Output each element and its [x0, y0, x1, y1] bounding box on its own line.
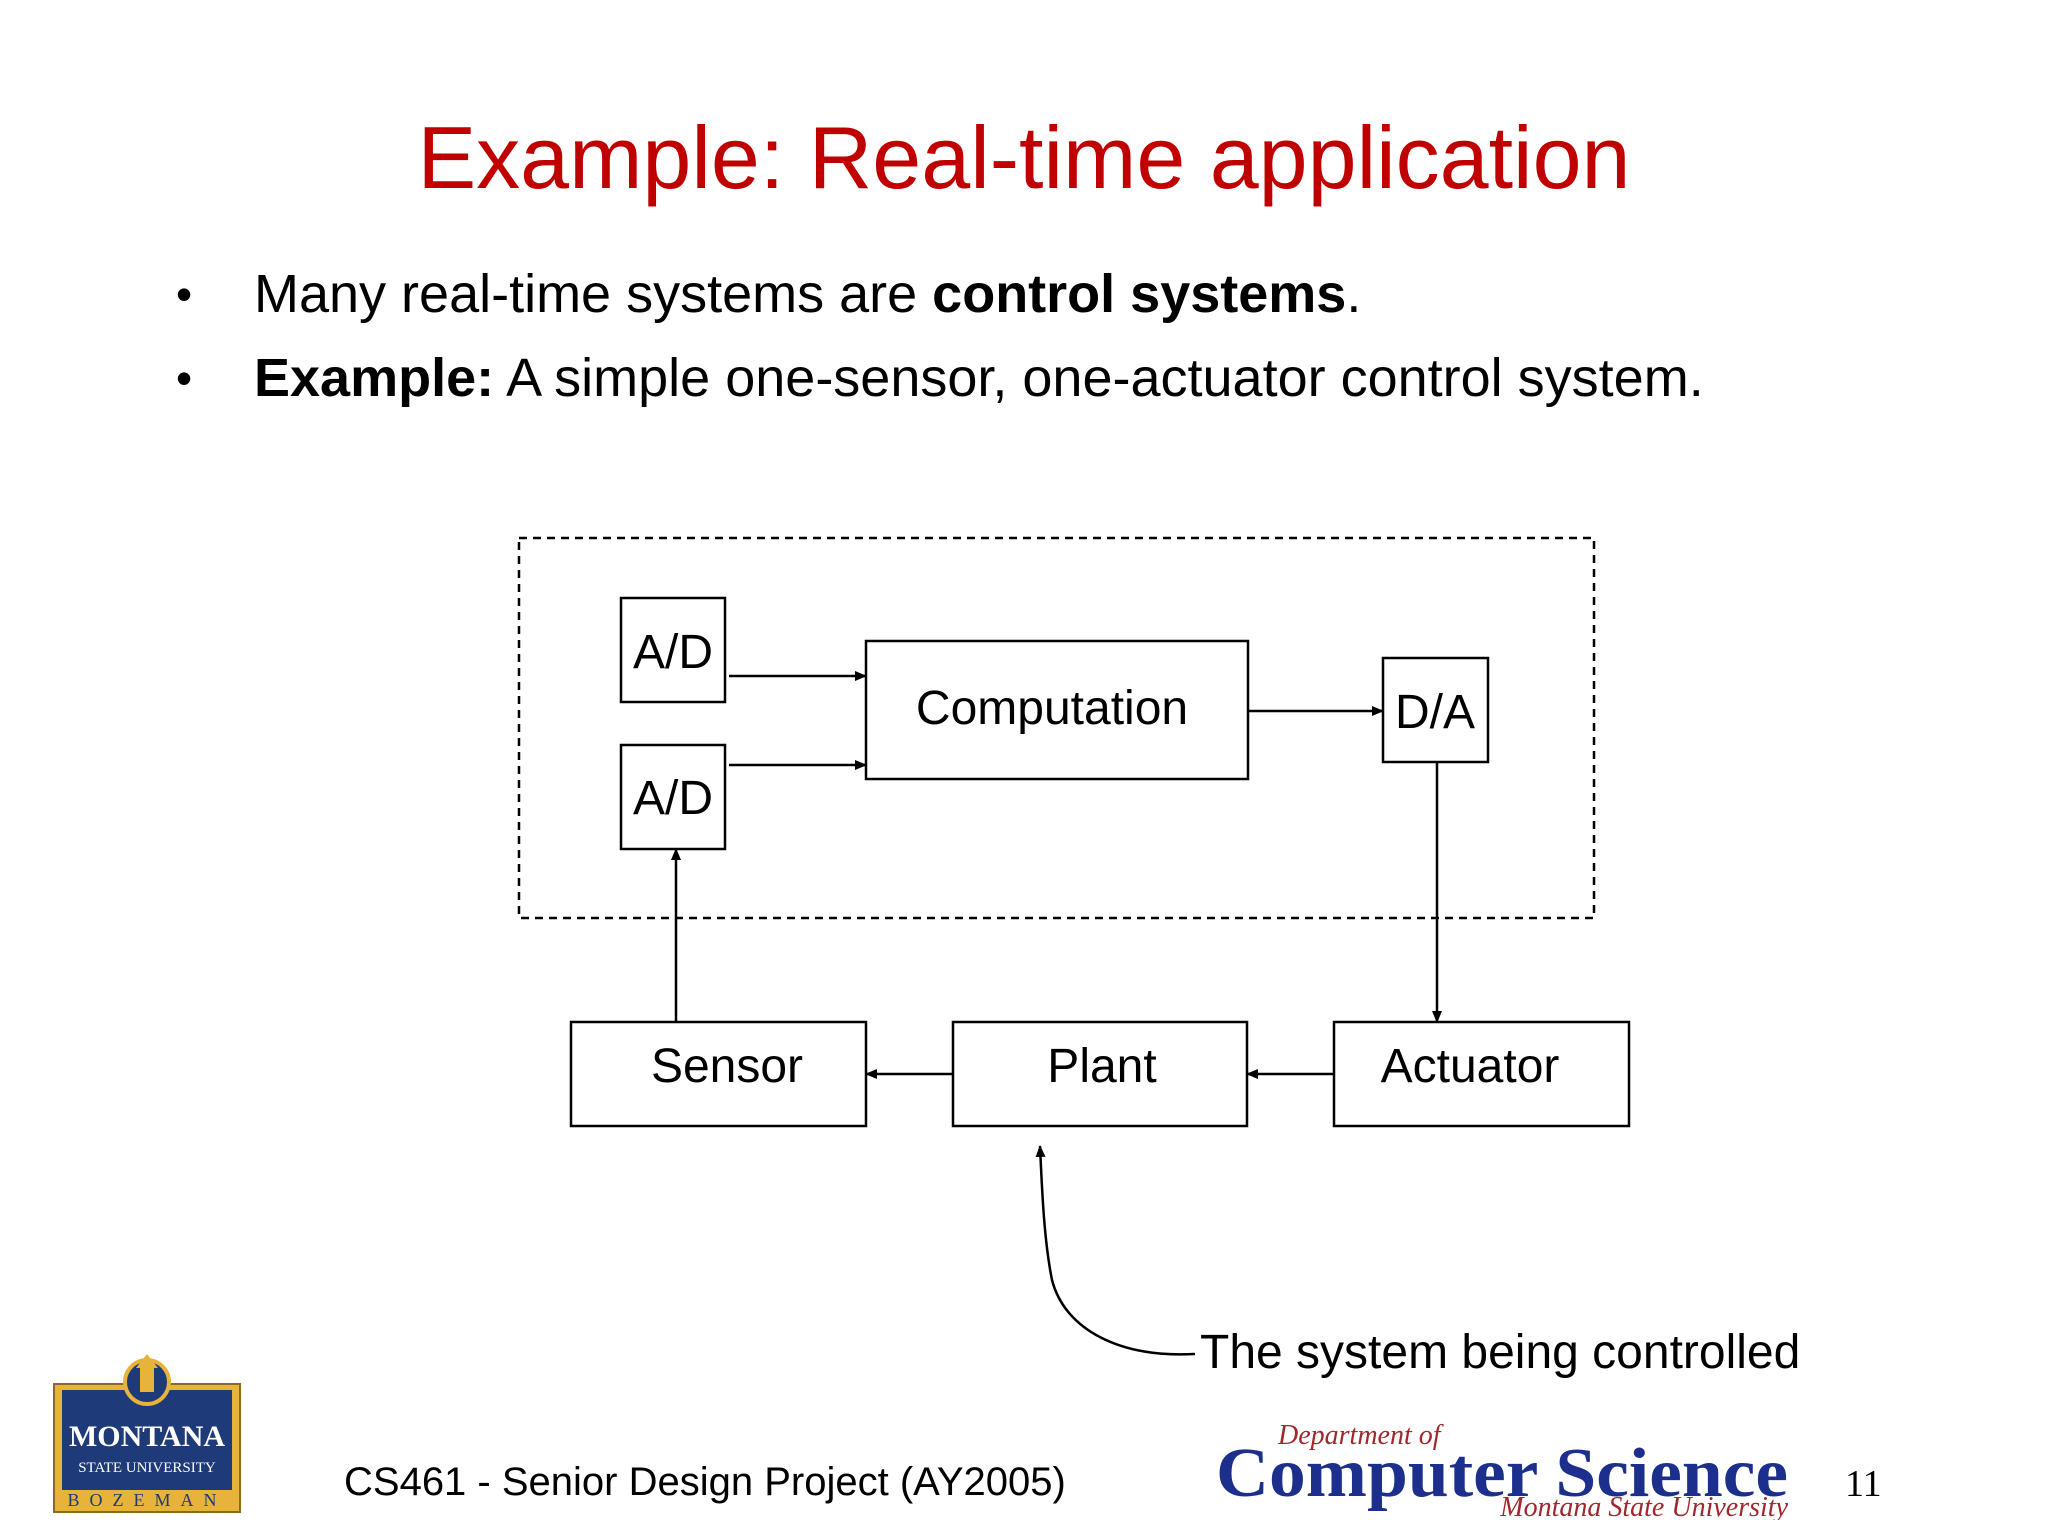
page-number: 11: [1845, 1463, 1882, 1505]
bullet-text: Many real-time systems are: [254, 264, 933, 324]
da-converter: D/A: [1381, 656, 1490, 764]
annotation-text: The system being controlled: [1200, 1326, 1800, 1379]
bullet-list: • Many real-time systems are control syst…: [176, 252, 1976, 420]
actuator-label: Actuator: [1381, 1040, 1560, 1093]
bullet-text-end: .: [1346, 264, 1362, 324]
msu-logo-line3: BOZEMAN: [68, 1490, 227, 1510]
ad-converter-top: A/D: [619, 596, 727, 704]
course-footer: CS461 - Senior Design Project (AY2005): [344, 1460, 1066, 1504]
slide-title: Example: Real-time application: [417, 108, 1631, 207]
bullet-marker: •: [176, 352, 193, 404]
plant-label: Plant: [1047, 1040, 1156, 1093]
ad-converter-bottom: A/D: [619, 743, 727, 851]
sensor-block: Sensor: [569, 1020, 868, 1128]
bullet-item: • Example: A simple one-sensor, one-actua…: [176, 336, 1976, 420]
bullet-marker: •: [176, 268, 193, 320]
actuator-block: Actuator: [1332, 1020, 1631, 1128]
cs-logo-main: Computer Science: [1216, 1435, 1788, 1512]
bullet-bold-text: control systems: [932, 264, 1347, 324]
msu-logo-line2: State University: [78, 1460, 216, 1476]
bullet-item: • Many real-time systems are control syst…: [176, 252, 1976, 336]
cs-department-logo: Department of Computer Science Montana S…: [1212, 1420, 1792, 1523]
annotation-pointer: [1035, 1145, 1196, 1356]
cs-logo-top: Department of: [1277, 1420, 1444, 1451]
ad-bottom-label: A/D: [633, 772, 713, 825]
bullet-bold-text: Example:: [254, 348, 495, 408]
ad-top-label: A/D: [633, 626, 713, 679]
cs-logo-bottom: Montana State University: [1499, 1492, 1788, 1520]
computation-label: Computation: [916, 682, 1188, 735]
bullet-text: A simple one-sensor, one-actuator contro…: [494, 348, 1704, 408]
msu-logo: Montana State University BOZEMAN: [52, 1344, 242, 1514]
computation-block: Computation: [864, 639, 1250, 781]
da-label: D/A: [1395, 686, 1475, 739]
computer-boundary: [517, 536, 1596, 920]
plant-block: Plant: [951, 1020, 1249, 1128]
sensor-label: Sensor: [651, 1040, 803, 1093]
msu-logo-line1: Montana: [69, 1420, 225, 1453]
